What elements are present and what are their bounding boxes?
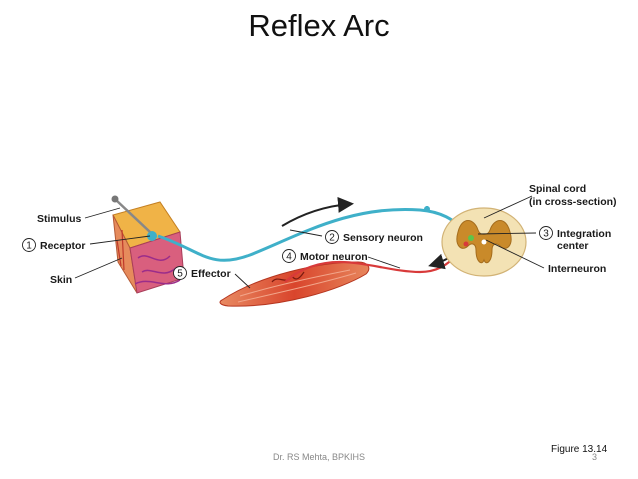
sensory-neuron-path: [157, 207, 469, 262]
spinal-cord-label-line1: Spinal cord: [529, 183, 586, 195]
receptor-number-circle: [22, 238, 36, 252]
stimulus-leader: [84, 207, 121, 219]
receptor-number: 1: [26, 241, 32, 252]
stimulus-pin: [111, 195, 151, 233]
spinal-cord-label-line2: (in cross-section): [529, 196, 617, 208]
sensory-leader: [289, 229, 323, 237]
sensory-number-circle: [325, 230, 339, 244]
page-number: 3: [592, 452, 598, 462]
integration-number: 3: [543, 229, 549, 240]
interneuron-leader: [485, 239, 545, 269]
motor-neuron-label: Motor neuron: [300, 251, 368, 263]
skin-label: Skin: [50, 274, 72, 286]
skin-block: [112, 201, 185, 294]
sensory-direction-arrow: [281, 196, 354, 227]
spinal-cord-leader: [483, 195, 533, 219]
integration-number-circle: [539, 226, 553, 240]
effector-number: 5: [177, 269, 183, 280]
effector-leader: [234, 273, 251, 289]
figure-caption: Figure 13.14: [551, 444, 608, 455]
effector-number-circle: [173, 266, 187, 280]
skin-leader: [74, 257, 123, 279]
stimulus-label: Stimulus: [37, 213, 81, 225]
effector-label: Effector: [191, 268, 231, 280]
muscle-effector: [219, 261, 370, 307]
integration-label-line2: center: [557, 240, 589, 252]
integration-leader: [477, 232, 537, 235]
motor-number-circle: [282, 249, 296, 263]
integration-label-line1: Integration: [557, 228, 611, 240]
motor-leader: [367, 256, 401, 269]
receptor-label: Receptor: [40, 240, 86, 252]
motor-number: 4: [286, 252, 292, 263]
slide-title: Reflex Arc: [248, 8, 390, 43]
sensory-number: 2: [329, 233, 335, 244]
footer-author: Dr. RS Mehta, BPKIHS: [272, 452, 366, 462]
receptor-leader: [89, 235, 151, 245]
interneuron-label: Interneuron: [548, 263, 606, 275]
spinal-cord-cross-section: [441, 207, 527, 277]
sensory-neuron-label: Sensory neuron: [343, 232, 423, 244]
